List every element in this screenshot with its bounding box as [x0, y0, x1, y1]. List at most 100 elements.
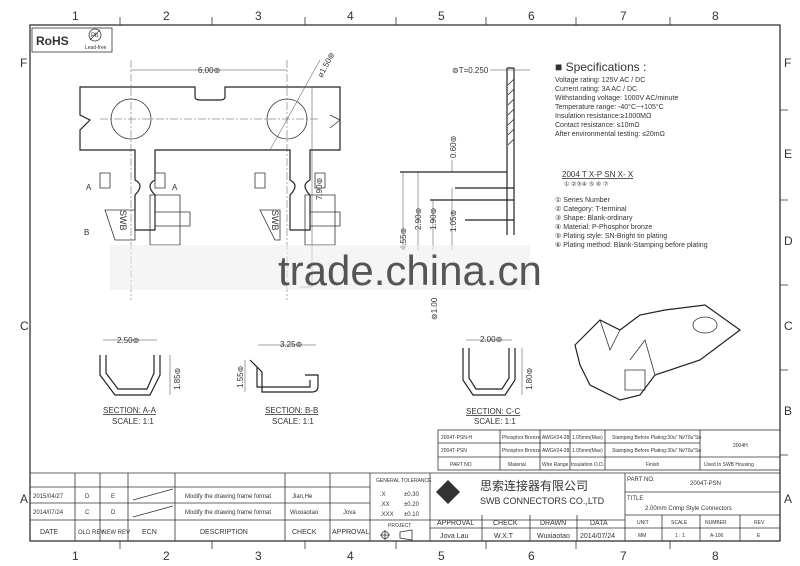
rev-description: Modify the drawing frame format	[185, 494, 271, 500]
terminal-side-view: ⊚T=0.250 0.60⊚ 4.55⊚ 2.90⊚ 1.90⊚ 1.05⊚ ⊚…	[399, 66, 530, 320]
parts-cell: 2004T-PSN-H	[441, 435, 473, 441]
rev-header-description: DESCRIPTION	[200, 529, 248, 536]
signoff-label: CHECK	[493, 520, 518, 527]
dim-0-60: 0.60⊚	[449, 136, 458, 158]
rev-new: D	[111, 510, 116, 516]
section-b-height: 1.55⊚	[236, 366, 245, 388]
section-a-a: 2.50⊚ 1.85⊚ SECTION: A-A SCALE: 1:1	[99, 336, 182, 426]
tolerance-title: GENERAL TOLERANCE	[376, 478, 432, 484]
parts-header: Insulation O.D.	[571, 462, 604, 468]
row-c-left: C	[20, 319, 29, 333]
parts-cell: Phosphor Bronze	[502, 448, 541, 454]
col-8-bottom: 8	[712, 549, 719, 563]
rev-value: E	[757, 533, 761, 539]
row-c-right: C	[784, 319, 793, 333]
col-2: 2	[163, 9, 170, 23]
parts-header: Used In SWB Housing	[704, 462, 754, 468]
section-c-c: 2.00⊚ 1.80⊚ SECTION: C-C SCALE: 1:1	[462, 335, 534, 426]
rev-header-date: DATE	[40, 529, 58, 536]
section-mark-a-right: A	[172, 183, 178, 192]
spec-item: Insulation resistance:≥1000MΩ	[555, 113, 651, 120]
used-in-housing-value: 2004H	[733, 443, 748, 449]
dim-1-05: 1.05⊚	[449, 210, 458, 232]
scale-value: 1 : 1	[675, 533, 685, 539]
part-code: 2004 T X-P SN X- X	[562, 170, 634, 179]
row-labels-right: F E D C B A	[784, 56, 793, 506]
part-no-label: PART NO.	[627, 477, 655, 483]
row-e-right: E	[784, 147, 792, 161]
section-a-title: SECTION: A-A	[103, 406, 157, 415]
parts-cell: AWG#24-28	[542, 435, 570, 441]
dim-height: 7.90⊚	[315, 178, 324, 200]
drawing-frame	[29, 24, 781, 542]
rev-approval: Jova	[343, 510, 356, 516]
tolerance-value: ±0.10	[404, 512, 420, 518]
parts-header: PART NO	[450, 462, 472, 468]
general-tolerance: GENERAL TOLERANCE .X ±0.30 .XX ±0.20 .XX…	[376, 478, 432, 541]
parts-cell: Stamping Before Plating:30u" Ni/70u"Sn	[612, 448, 701, 454]
section-a-height: 1.85⊚	[173, 368, 182, 390]
signoff-label: DRAWN	[540, 520, 566, 527]
parts-header: Wire Range	[542, 462, 569, 468]
code-legend-item: ② Category: T-terminal	[555, 205, 627, 213]
col-1-bottom: 1	[72, 549, 79, 563]
section-c-scale: SCALE: 1:1	[474, 417, 516, 426]
row-a-right: A	[784, 492, 792, 506]
signoff-value: Jova Lau	[440, 533, 469, 540]
specs-title: ■ Specifications :	[555, 60, 646, 74]
parts-cell: AWG#24-28	[542, 448, 570, 454]
signoff-label: DATA	[590, 520, 608, 527]
dim-hole-diameter: ⌀1.50⊚	[316, 51, 337, 79]
part-code-marks: ① ②③④ ⑤ ⑥ ⑦	[564, 181, 608, 188]
parts-cell: 2004T-PSN	[441, 448, 467, 454]
signoff-value: W.X.T	[494, 533, 514, 540]
section-a-scale: SCALE: 1:1	[112, 417, 154, 426]
section-c-width: 2.00⊚	[480, 335, 502, 344]
rohs-text: RoHS	[36, 34, 69, 48]
spec-item: Contact resistance: ≤10mΩ	[555, 122, 640, 129]
code-legend-item: ③ Shape: Blank-ordinary	[555, 214, 633, 222]
col-5-bottom: 5	[438, 549, 445, 563]
spec-item: Current rating: 3A AC / DC	[555, 86, 637, 93]
swb-marking-right: SWB	[270, 210, 280, 231]
rev-check: Jian,He	[292, 494, 313, 500]
dim-pitch: 6.00⊚	[198, 66, 220, 75]
signoff-value: Wuxiaotao	[537, 533, 570, 540]
section-b-title: SECTION: B-B	[265, 406, 318, 415]
spec-item: Withstanding voltage: 1000V AC/minute	[555, 95, 678, 102]
rev-check: Wuxiaotao	[290, 510, 319, 516]
dim-1-00: ⊚1.00	[430, 297, 439, 320]
parts-header: Finish	[646, 462, 660, 468]
row-d-right: D	[784, 234, 793, 248]
rev-date: 2014/07/24	[33, 510, 64, 516]
part-info-block: PART NO. 2004T-PSN TITLE 2.00mm Crimp St…	[627, 477, 765, 539]
tolerance-key: .XX	[380, 502, 390, 508]
company-logo-icon	[436, 480, 460, 504]
parts-cell: Phosphor Bronze	[502, 435, 541, 441]
parts-cell: Stamping Before Plating:30u" Ni/70u"Sn	[612, 435, 701, 441]
company-name-cn: 思索连接器有限公司	[480, 478, 588, 493]
title-value: 2.00mm Crimp Style Connectors	[645, 506, 732, 512]
rev-new: E	[111, 494, 115, 500]
tolerance-value: ±0.30	[404, 492, 420, 498]
watermark: trade.china.cn	[278, 247, 542, 294]
rev-header-approval: APPROVAL	[332, 529, 369, 536]
section-mark-b: B	[84, 228, 89, 237]
tolerance-key: .XXX	[380, 512, 394, 518]
swb-marking-left: SWB	[118, 210, 128, 231]
rev-label: REV	[754, 520, 765, 526]
watermark-band	[110, 245, 530, 290]
col-4-bottom: 4	[347, 549, 354, 563]
section-mark-a-left: A	[86, 183, 92, 192]
col-3-bottom: 3	[255, 549, 262, 563]
parts-table: 2004T-PSN-H Phosphor Bronze AWG#24-28 1.…	[437, 429, 781, 471]
rev-header-old: OLD REV	[78, 530, 104, 536]
signoff-label: APPROVAL	[437, 520, 474, 527]
section-c-height: 1.80⊚	[525, 368, 534, 390]
rohs-logo: RoHS Pb Lead-free	[31, 27, 113, 53]
row-a-left: A	[20, 492, 28, 506]
scale-label: SCALE	[671, 520, 688, 526]
parts-cell: 1.05mm(Max)	[572, 448, 603, 454]
number-label: NUMBER	[705, 520, 727, 526]
title-label: TITLE	[627, 496, 643, 502]
